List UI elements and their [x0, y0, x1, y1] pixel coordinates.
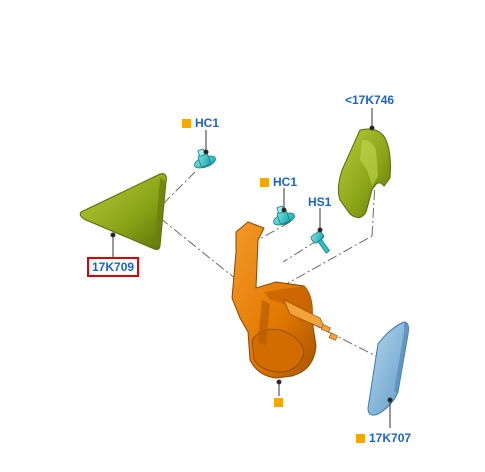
- screw-hs1: [310, 230, 330, 254]
- clip-hc1-mid: [273, 205, 295, 226]
- callout-label: HS1: [308, 195, 332, 209]
- assembly-line: [371, 182, 376, 237]
- callout-hc1-top[interactable]: HC1: [182, 116, 219, 130]
- callout-17k709[interactable]: 17K709: [87, 257, 140, 277]
- callout-hs1[interactable]: HS1: [308, 195, 331, 209]
- triangle-cover-part: [79, 173, 167, 251]
- mirror-bracket-part: [231, 221, 327, 379]
- assembly-line: [257, 221, 291, 241]
- callout-label: HC1: [273, 175, 298, 189]
- callout-base-marker[interactable]: [274, 398, 283, 407]
- assembly-line: [162, 171, 196, 205]
- callout-label: <17K746: [345, 93, 395, 107]
- mirror-cap-part: [337, 128, 391, 218]
- leader-dot: [110, 232, 116, 238]
- marker-square-icon: [274, 398, 283, 407]
- leader-lines: [110, 108, 393, 428]
- mirror-glass-part: [367, 321, 409, 416]
- assembly-line: [282, 239, 319, 263]
- callout-17k746[interactable]: <17K746: [345, 93, 394, 107]
- assembly-line: [294, 314, 381, 359]
- callout-label-highlighted: 17K709: [87, 257, 140, 277]
- callout-hc1-mid[interactable]: HC1: [260, 175, 297, 189]
- marker-square-icon: [356, 433, 365, 443]
- callout-17k707[interactable]: 17K707: [356, 431, 411, 445]
- leader-dot: [317, 227, 323, 233]
- housing-screws: [320, 324, 338, 341]
- marker-square-icon: [260, 177, 269, 187]
- leader-dot: [369, 125, 375, 131]
- clip-hc1-top: [194, 148, 216, 169]
- callout-label: HC1: [195, 116, 220, 130]
- callout-label: 17K707: [369, 431, 412, 445]
- leader-dot: [387, 397, 393, 403]
- marker-square-icon: [182, 118, 191, 128]
- leader-dot: [203, 149, 209, 155]
- leader-dot: [281, 207, 287, 213]
- leader-dot: [276, 379, 282, 385]
